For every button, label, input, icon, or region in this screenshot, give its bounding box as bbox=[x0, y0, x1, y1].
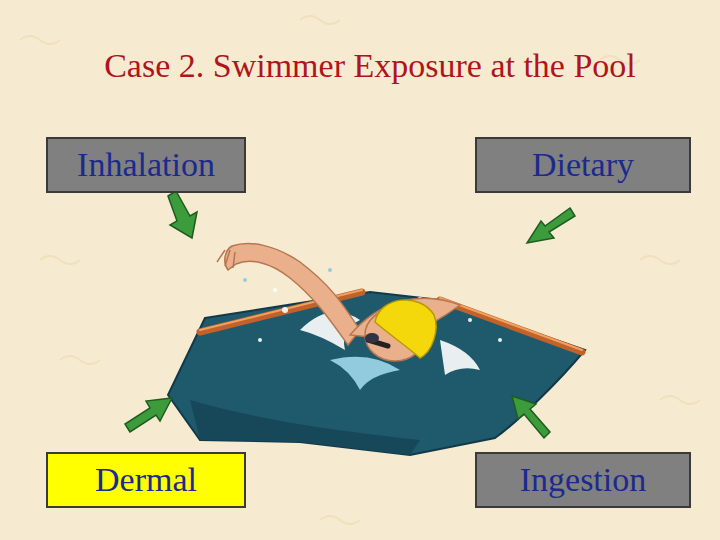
swim-cap bbox=[375, 300, 436, 358]
box-label: Ingestion bbox=[520, 460, 647, 500]
box-label: Dietary bbox=[532, 145, 634, 185]
box-label: Dermal bbox=[95, 460, 197, 500]
route-box: Inhalation bbox=[46, 137, 246, 193]
swimmer-arm bbox=[225, 244, 360, 345]
route-box: Dietary bbox=[475, 137, 691, 193]
pool-shade bbox=[190, 400, 420, 455]
box-label: Inhalation bbox=[77, 145, 215, 185]
route-box: Ingestion bbox=[475, 452, 691, 508]
green-arrow bbox=[125, 191, 575, 438]
diagram-title: Case 2. Swimmer Exposure at the Pool bbox=[95, 42, 645, 90]
goggles bbox=[365, 333, 379, 343]
route-box: Dermal bbox=[46, 452, 246, 508]
pool-water bbox=[168, 292, 585, 455]
water-splash bbox=[258, 288, 502, 390]
